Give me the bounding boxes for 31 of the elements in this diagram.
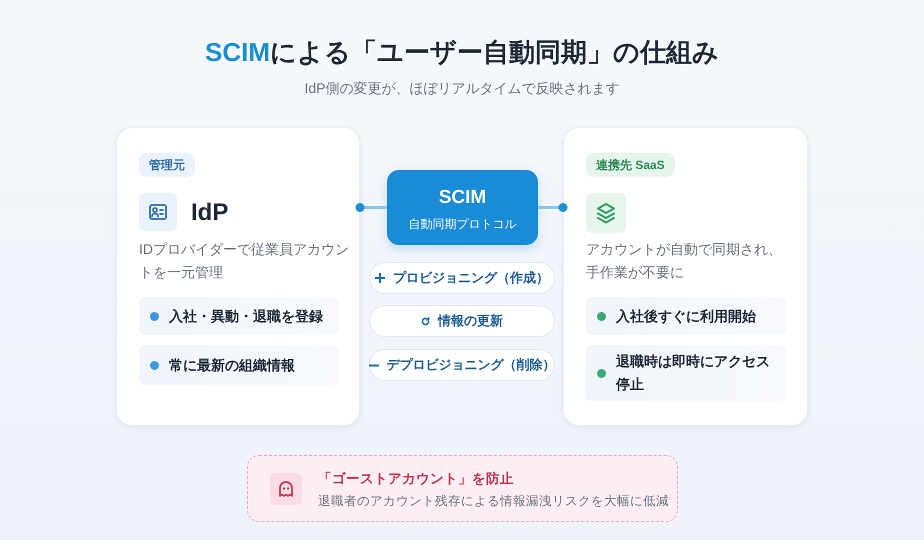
action-pill [369,349,555,381]
subtitle: IdP側の変更が、ほぼリアルタイムで反映されます [303,79,620,98]
alert-title: 「ゴーストアカウント」を防止 [318,470,514,488]
action-pill [369,262,555,294]
feature-text: 入社・異動・退職を登録 [169,306,324,326]
pill-label: デプロビジョニング（削除） [386,356,556,374]
info-card [116,127,360,426]
connector-line [356,203,387,212]
feature-text: 常に最新の組織情報 [169,356,296,374]
card-heading: IdP [191,198,228,228]
feature-text: 入社後すぐに利用開始 [616,306,757,326]
feature-row [139,345,339,385]
alert-box [247,455,678,522]
connector-line [538,203,568,212]
feature-row [586,345,786,401]
alert-text: 退職者のアカウント残存による情報漏洩リスクを大幅に低減 [318,493,669,510]
title: SCIMによる「ユーザー自動同期」の仕組み [204,36,720,69]
feature-text: 退職時は即時にアクセス停止 [616,352,771,394]
protocol-box [387,170,538,245]
pill-label: プロビジョニング（作成） [393,269,549,287]
feature-row [586,297,786,335]
card-description: IDプロバイダーで従業員アカウントを一元管理 [139,240,350,282]
action-pill [369,305,555,337]
box-subtitle: 自動同期プロトコル [408,216,518,233]
card-description: アカウントが自動で同期され、手作業が不要に [586,240,783,282]
info-card [563,127,808,426]
feature-row [139,297,339,335]
category-tag: 連携先 SaaS [586,153,675,177]
category-tag: 管理元 [139,153,195,177]
pill-label: 情報の更新 [438,312,503,330]
box-title: SCIM [438,186,488,210]
